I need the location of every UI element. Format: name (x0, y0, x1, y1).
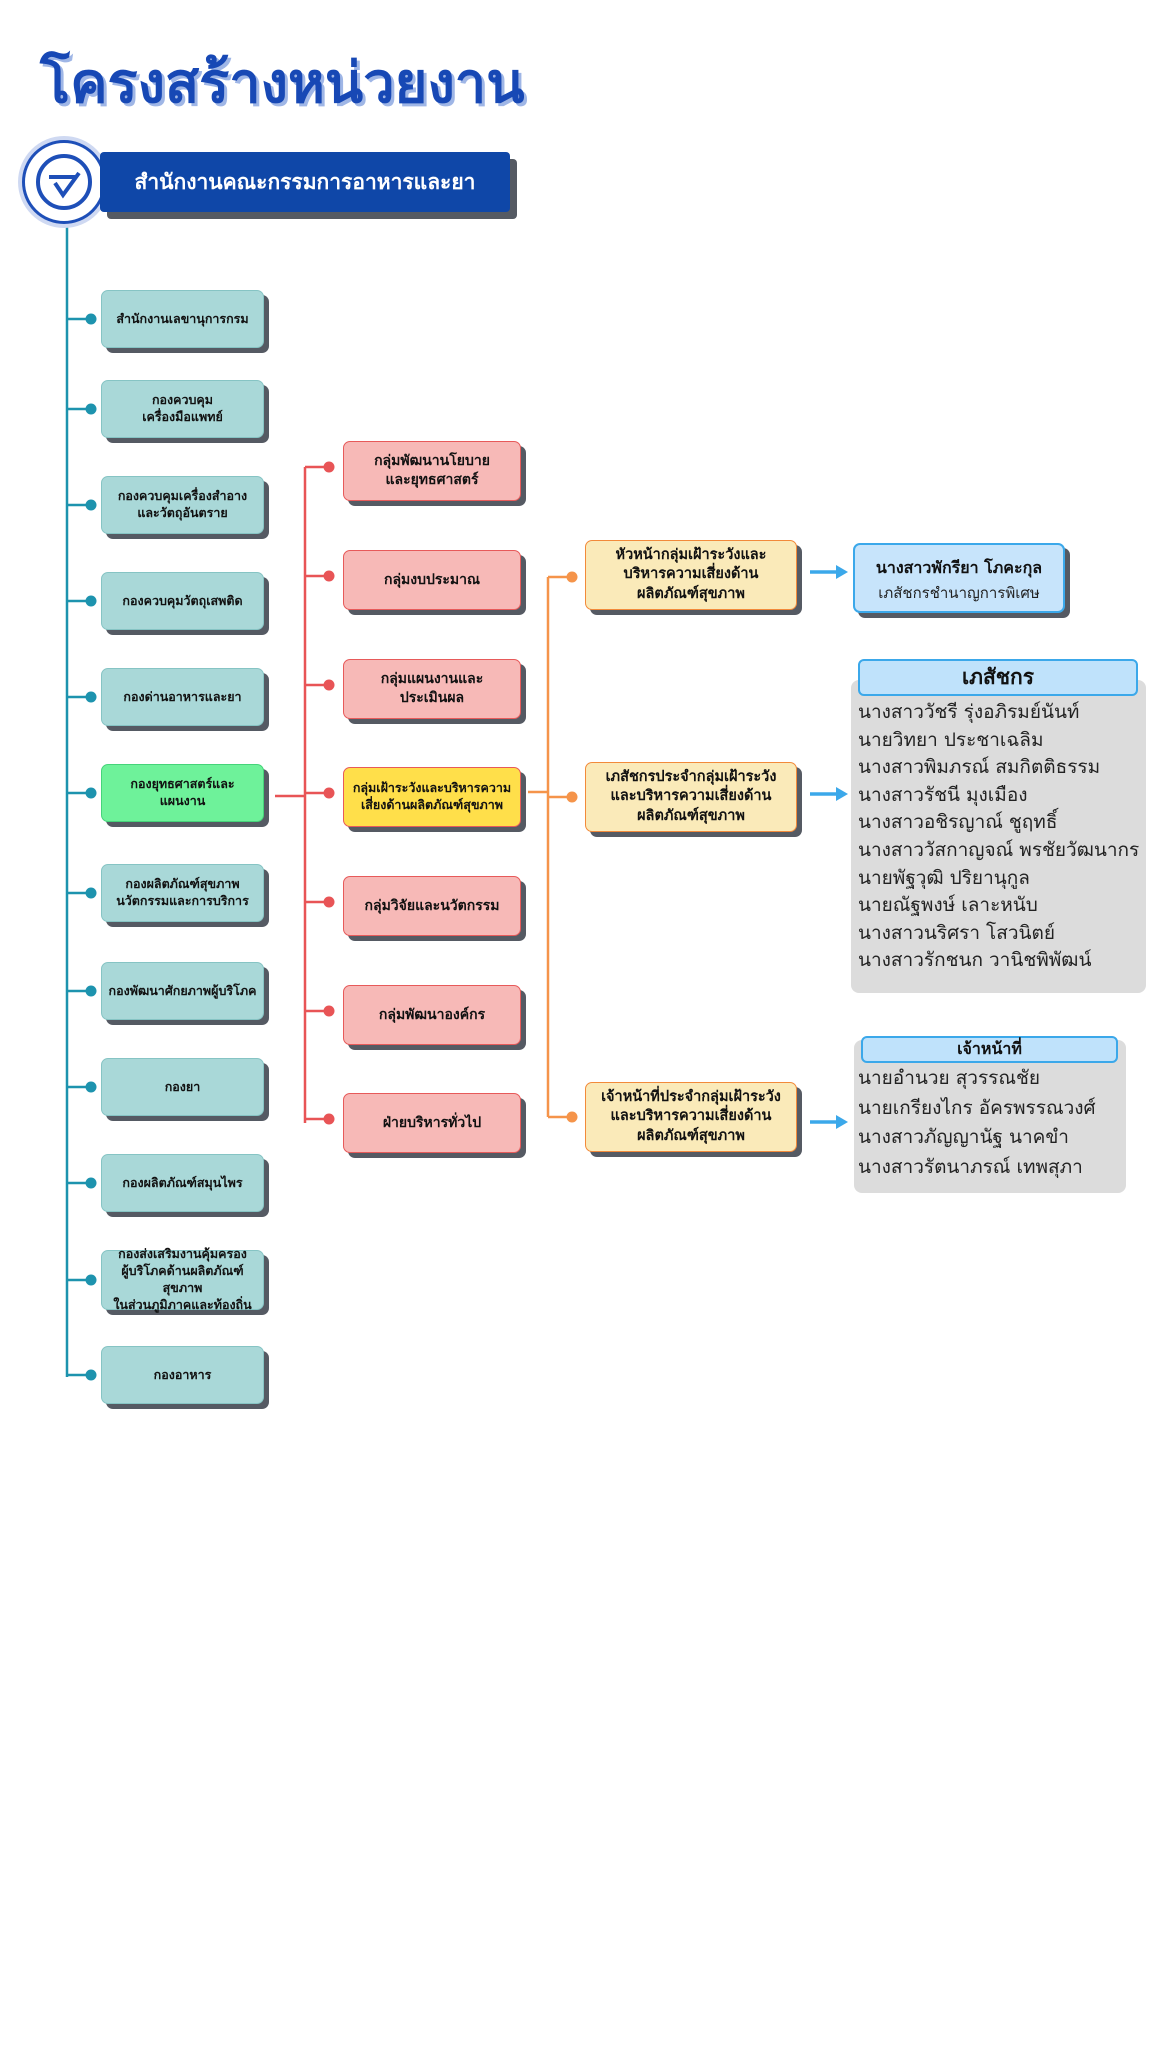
group-box-label: กลุ่มงบประมาณ (383, 571, 480, 588)
fda-logo-icon (22, 140, 106, 224)
division-box-label: กองยุทธศาสตร์และ แผนงาน (130, 776, 235, 808)
division-box: กองยา (101, 1058, 264, 1116)
division-box-label: สำนักงานเลขานุการกรม (116, 310, 249, 326)
group-box: กลุ่มพัฒนาองค์กร (343, 985, 521, 1045)
role-box-label: เจ้าหน้าที่ประจำกลุ่มเฝ้าระวัง และบริหาร… (601, 1088, 781, 1144)
pharmacist-name: นางสาวรักชนก วานิชพิพัฒน์ (858, 949, 1092, 972)
role-box: หัวหน้ากลุ่มเฝ้าระวังและ บริหารความเสี่ย… (585, 540, 797, 610)
page-title: โครงสร้างหน่วยงาน (40, 51, 525, 116)
pharmacist-name: นางสาวนริศรา โสวนิตย์ (858, 921, 1055, 944)
division-box-label: กองผลิตภัณฑ์สุขภาพ นวัตกรรมและการบริการ (116, 876, 249, 908)
pharmacist-name: นางสาวรัชนี มุงเมือง (858, 783, 1028, 806)
group-box-label: กลุ่มพัฒนาองค์กร (378, 1006, 486, 1023)
division-box: กองควบคุมวัตถุเสพติด (101, 572, 264, 630)
role-box-label: เภสัชกรประจำกลุ่มเฝ้าระวัง และบริหารความ… (605, 768, 777, 824)
staff-name: นางสาวภัญญานัฐ นาคขำ (858, 1126, 1069, 1148)
group-box: กลุ่มวิจัยและนวัตกรรม (343, 876, 521, 936)
group-box-label: กลุ่มพัฒนานโยบาย และยุทธศาสตร์ (374, 453, 490, 488)
division-box: กองส่งเสริมงานคุ้มครอง ผู้บริโภคด้านผลิต… (101, 1246, 264, 1312)
pharmacist-name: นางสาววัสกาญจณ์ พรชัยวัฒนากร (858, 839, 1140, 861)
division-box-label: กองพัฒนาศักยภาพผู้บริโภค (108, 982, 257, 998)
staff-header: เจ้าหน้าที่ (861, 1036, 1118, 1063)
pharmacists-panel (851, 680, 1146, 993)
staff-name: นายเกรียงไกร อัครพรรณวงศ์ (858, 1096, 1096, 1119)
group-box: กลุ่มพัฒนานโยบาย และยุทธศาสตร์ (343, 441, 521, 501)
pharmacist-name: นายวิทยา ประชาเฉลิม (858, 728, 1044, 751)
pharmacists-header: เภสัชกร (858, 659, 1138, 696)
group-box-label: กลุ่มแผนงานและ ประเมินผล (380, 671, 484, 706)
group-box: กลุ่มเฝ้าระวังและบริหารความ เสี่ยงด้านผล… (343, 767, 521, 827)
pharmacist-name: นายณัฐพงษ์ เลาะหนับ (858, 894, 1038, 917)
head-person-position: เภสัชกรชำนาญการพิเศษ (878, 584, 1040, 602)
head-person-name: นางสาวพักรียา โภคะกุล (875, 558, 1043, 577)
division-box-label: กองควบคุมเครื่องสำอาง และวัตถุอันตราย (117, 488, 248, 520)
head-person-card: นางสาวพักรียา โภคะกุล เภสัชกรชำนาญการพิเ… (853, 543, 1065, 613)
group-box-label: กลุ่มวิจัยและนวัตกรรม (364, 897, 500, 914)
role-box: เจ้าหน้าที่ประจำกลุ่มเฝ้าระวัง และบริหาร… (585, 1082, 797, 1152)
pharmacist-name: นางสาวอชิรญาณ์ ชูฤทธิ์ (858, 811, 1058, 834)
role-box-label: หัวหน้ากลุ่มเฝ้าระวังและ บริหารความเสี่ย… (615, 546, 767, 602)
staff-panel (854, 1040, 1126, 1193)
division-box: กองพัฒนาศักยภาพผู้บริโภค (101, 962, 264, 1020)
division-box-label: กองควบคุมวัตถุเสพติด (122, 592, 243, 608)
group-box-label: ฝ่ายบริหารทั่วไป (382, 1114, 482, 1131)
division-box: กองยุทธศาสตร์และ แผนงาน (101, 764, 264, 822)
division-box: กองด่านอาหารและยา (101, 668, 264, 726)
group-box-label: กลุ่มเฝ้าระวังและบริหารความ เสี่ยงด้านผล… (352, 780, 512, 812)
group-box: กลุ่มงบประมาณ (343, 550, 521, 610)
division-box: กองอาหาร (101, 1346, 264, 1404)
root-organization: สำนักงานคณะกรรมการอาหารและยา (100, 152, 510, 212)
group-box: ฝ่ายบริหารทั่วไป (343, 1093, 521, 1153)
staff-name: นางสาวรัตนาภรณ์ เทพสุภา (858, 1155, 1083, 1178)
division-box-label: กองอาหาร (153, 1366, 212, 1382)
pharmacist-name: นางสาววัชรี รุ่งอภิรมย์นันท์ (858, 701, 1080, 723)
division-box-label: กองด่านอาหารและยา (123, 688, 242, 704)
pharmacist-name: นางสาวพิมภรณ์ สมกิตติธรรม (858, 756, 1101, 779)
division-box: กองควบคุมเครื่องสำอาง และวัตถุอันตราย (101, 476, 264, 534)
staff-name: นายอำนวย สุวรรณชัย (858, 1067, 1041, 1089)
division-box-label: กองยา (164, 1078, 201, 1094)
division-box: สำนักงานเลขานุการกรม (101, 290, 264, 348)
division-box-label: กองส่งเสริมงานคุ้มครอง ผู้บริโภคด้านผลิต… (113, 1246, 252, 1312)
role-box: เภสัชกรประจำกลุ่มเฝ้าระวัง และบริหารความ… (585, 762, 797, 832)
division-box: กองผลิตภัณฑ์สมุนไพร (101, 1154, 264, 1212)
division-box: กองควบคุม เครื่องมือแพทย์ (101, 380, 264, 438)
division-box-label: กองควบคุม เครื่องมือแพทย์ (142, 392, 223, 424)
group-box: กลุ่มแผนงานและ ประเมินผล (343, 659, 521, 719)
pharmacist-name: นายพัฐวุฒิ ปริยานุกูล (858, 866, 1030, 889)
division-box: กองผลิตภัณฑ์สุขภาพ นวัตกรรมและการบริการ (101, 864, 264, 922)
division-box-label: กองผลิตภัณฑ์สมุนไพร (122, 1174, 243, 1190)
